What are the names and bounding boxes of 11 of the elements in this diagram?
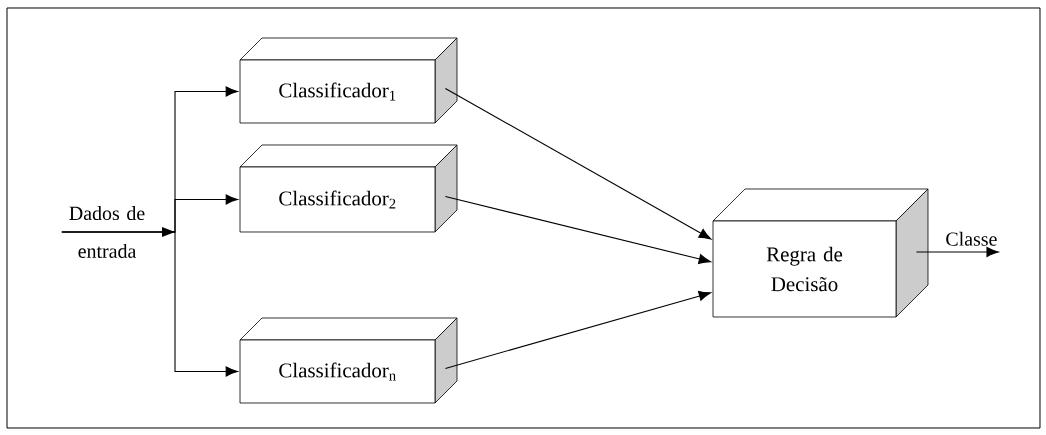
decision-box: Regra de Decisão (712, 188, 929, 318)
arrow (61, 231, 238, 377)
process-box: Classificador$_{n}$ (239, 317, 458, 404)
arrow (915, 246, 999, 258)
process-box: Classificador$_{1}$ (239, 37, 458, 124)
arrow (444, 195, 712, 264)
arrowhead (162, 227, 175, 237)
arrow (444, 87, 712, 240)
input-label: Dados de entrada (69, 206, 145, 258)
process-box: Classificador$_{2}$ (239, 144, 458, 233)
edge-label: Classe (946, 231, 997, 246)
